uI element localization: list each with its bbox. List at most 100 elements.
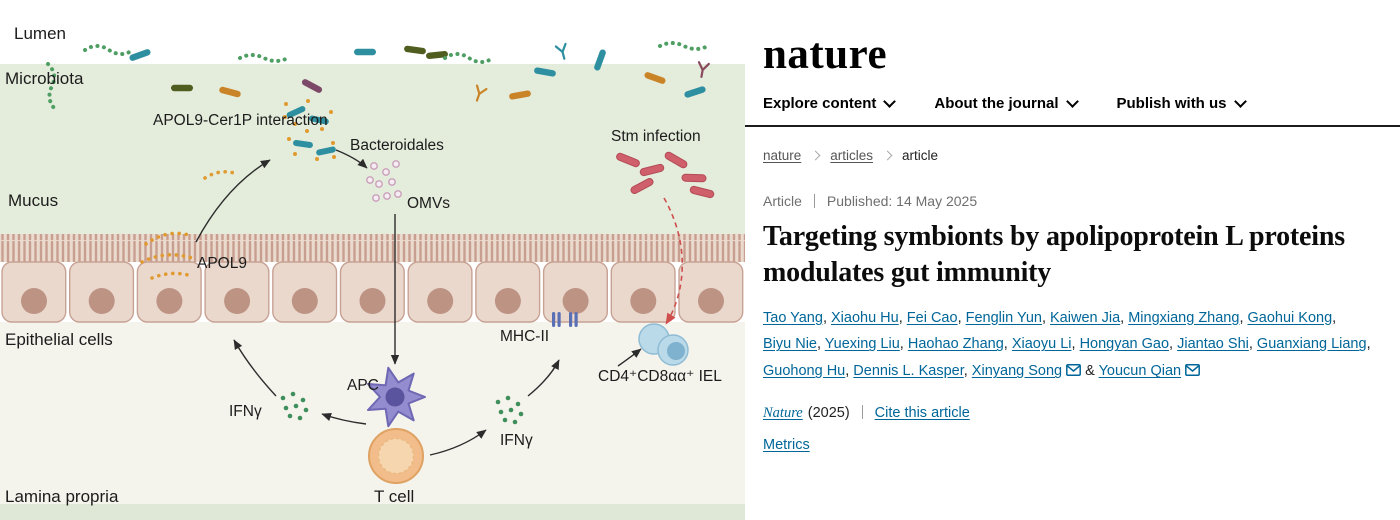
bacteria-rod-icon: [129, 49, 151, 61]
author-separator: ,: [1003, 336, 1012, 353]
bacteria-rod-icon: [301, 79, 323, 93]
author-link[interactable]: Xinyang Song: [972, 363, 1082, 379]
author-link[interactable]: Jiantao Shi: [1177, 336, 1249, 353]
author-separator: ,: [817, 336, 825, 353]
bacteroidales-rod-icon: [286, 106, 306, 118]
apol9-dot: [320, 127, 324, 131]
author-separator: ,: [822, 309, 831, 326]
bottom-band: [0, 504, 745, 520]
author-link[interactable]: Kaiwen Jia: [1050, 309, 1121, 326]
cell-nucleus: [698, 288, 724, 314]
breadcrumb: nature articles article: [763, 148, 1400, 163]
ifng-dot: [290, 391, 296, 397]
t-cell: [368, 428, 424, 484]
nav-item[interactable]: Publish with us: [1117, 95, 1247, 112]
stm-rod-icon: [630, 178, 654, 194]
label-mhc2: MHC-II: [500, 328, 549, 345]
bacteria-rod-icon: [644, 72, 666, 84]
author-link[interactable]: Fei Cao: [906, 309, 958, 326]
author-link[interactable]: Biyu Nie: [763, 336, 817, 353]
breadcrumb-current: article: [902, 148, 939, 163]
author-link[interactable]: Gaohui Kong: [1247, 309, 1333, 326]
epithelial-cell-row: [1, 261, 744, 323]
author-link[interactable]: Hongyan Gao: [1079, 336, 1170, 353]
author-separator: ,: [957, 309, 966, 326]
microbiota-bacteria: [46, 41, 710, 110]
author-link[interactable]: Guohong Hu: [763, 363, 846, 380]
stm-invasion-arrow: [663, 197, 684, 325]
author-separator: ,: [899, 336, 908, 353]
stm-rod-icon: [689, 185, 715, 199]
omv-icon: [392, 160, 400, 168]
label-t-cell: T cell: [374, 487, 414, 506]
apol9-dot: [305, 129, 309, 133]
bacteria-rod-icon: [509, 90, 531, 100]
chevron-down-icon: [1065, 95, 1079, 108]
citation-line: Nature(2025)Cite this article: [763, 405, 1400, 422]
label-ifng-right: IFNγ: [500, 432, 533, 449]
author-link[interactable]: Tao Yang: [763, 309, 823, 326]
author-link[interactable]: Haohao Zhang: [907, 336, 1004, 353]
bacteria-chain-icon: [443, 52, 495, 64]
bacteria-rod-icon: [171, 84, 193, 92]
arrow-ifng-to-mhc2: [527, 359, 560, 397]
author-separator: ,: [1239, 309, 1248, 326]
omv-icon: [394, 190, 402, 198]
ifng-dot: [280, 395, 286, 401]
bacteria-rod-icon: [404, 45, 426, 55]
omv-icon: [366, 176, 374, 184]
cell-nucleus: [494, 288, 521, 314]
nav-divider: [745, 125, 1400, 127]
author-link[interactable]: Guanxiang Liang: [1256, 336, 1367, 353]
omv-vesicles: [366, 160, 402, 202]
apol9-dots: [140, 169, 239, 280]
bacteria-rod-icon: [219, 86, 241, 98]
label-lamina-propria: Lamina propria: [5, 487, 119, 506]
nav-item[interactable]: Explore content: [763, 95, 897, 112]
apol9-dot: [284, 102, 288, 106]
ifng-dot: [495, 399, 501, 405]
breadcrumb-link[interactable]: nature: [763, 148, 802, 163]
meta-divider: [813, 194, 815, 208]
author-link[interactable]: Xiaohu Hu: [831, 309, 899, 326]
nature-logo[interactable]: nature: [763, 31, 888, 78]
author-link[interactable]: Fenglin Yun: [965, 309, 1042, 326]
label-iel: CD4⁺CD8αα⁺ IEL: [598, 368, 722, 385]
apc-cell: [367, 366, 426, 428]
stm-rod-icon: [681, 173, 707, 183]
label-ifng-left: IFNγ: [229, 403, 262, 420]
apol9-dot: [283, 115, 287, 119]
journal-link[interactable]: Nature: [763, 405, 803, 422]
bacteria-rod-icon: [594, 49, 606, 71]
chevron-down-icon: [883, 95, 897, 108]
author-link[interactable]: Mingxiang Zhang: [1128, 309, 1240, 326]
stm-rod-icon: [616, 152, 640, 168]
brush-border-villi: [0, 234, 745, 262]
main-nav: Explore content About the journal Publish …: [763, 95, 1400, 112]
label-microbiota: Microbiota: [5, 69, 84, 88]
arrow-tcell-to-ifng: [429, 429, 487, 456]
bacteria-rod-icon: [684, 86, 706, 98]
metrics-row: Metrics: [763, 437, 1400, 453]
author-link[interactable]: Youcun Qian: [1099, 363, 1201, 379]
author-link[interactable]: Dennis L. Kasper: [853, 363, 964, 380]
bacteroidales-rod-icon: [316, 146, 336, 156]
cell-nucleus: [21, 288, 47, 314]
gut-immunity-figure: Lumen Microbiota APOL9-Cer1P interaction…: [0, 24, 745, 520]
nav-item[interactable]: About the journal: [934, 95, 1079, 112]
email-icon[interactable]: [1185, 364, 1201, 377]
article-type: Article: [763, 193, 802, 209]
ifng-dot-clusters: [280, 391, 524, 425]
email-icon[interactable]: [1066, 364, 1082, 377]
ifng-dot: [283, 405, 289, 411]
author-link[interactable]: Xiaoyu Li: [1011, 336, 1072, 353]
author-link[interactable]: Yuexing Liu: [824, 336, 900, 353]
apol9-dot: [315, 157, 319, 161]
author-separator: ,: [1120, 309, 1129, 326]
cite-link[interactable]: Cite this article: [874, 405, 970, 422]
breadcrumb-link[interactable]: articles: [830, 148, 874, 163]
metrics-link[interactable]: Metrics: [763, 437, 810, 454]
bacteria-y-icon: [475, 84, 488, 102]
cell-nucleus: [156, 288, 183, 314]
